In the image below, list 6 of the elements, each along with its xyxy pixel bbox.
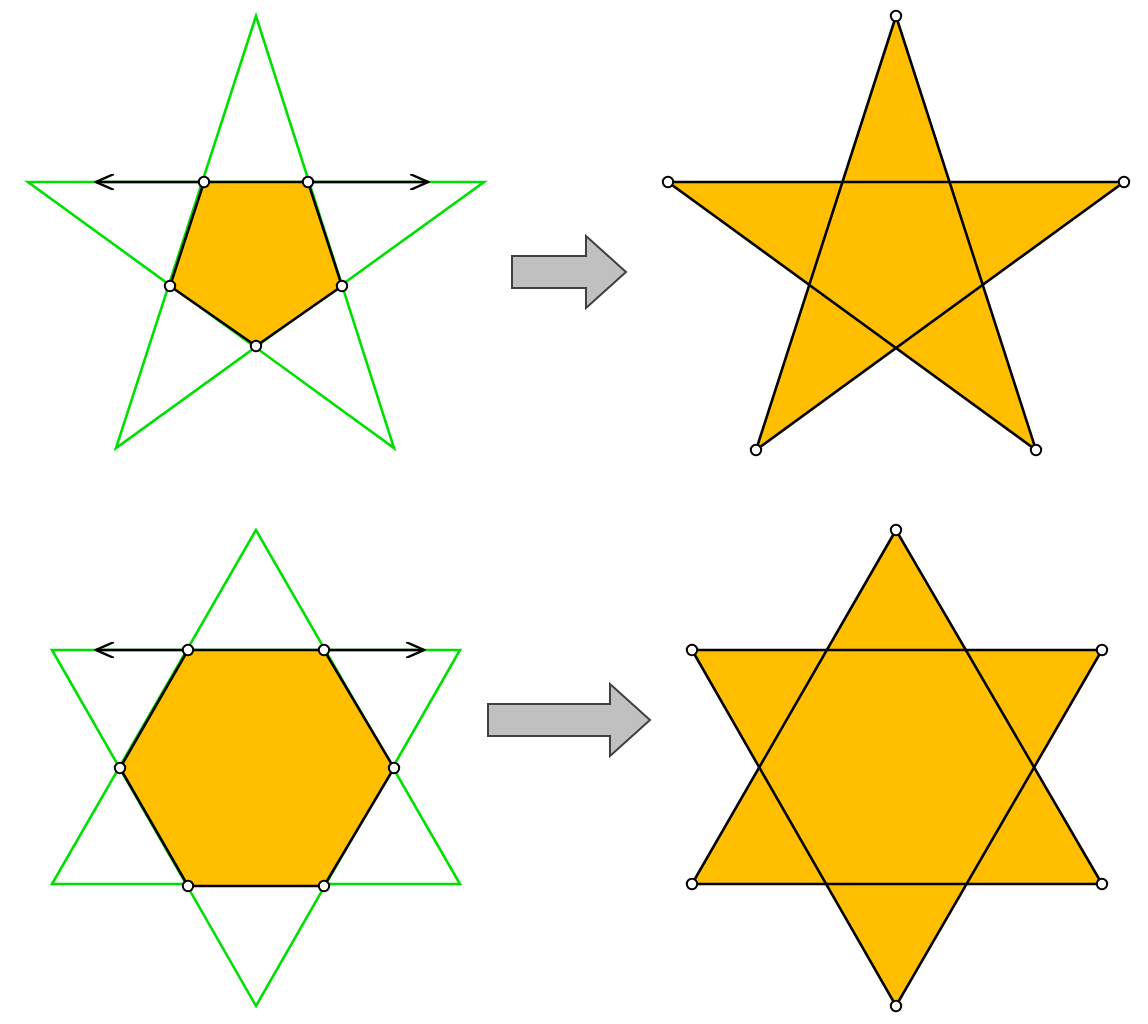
hexagon-stellation-drawing (49, 527, 463, 1009)
star-drawing (661, 9, 1131, 457)
block-arrow (487, 681, 652, 759)
star-drawing (685, 523, 1109, 1013)
pentagon-stellation-drawing (24, 11, 488, 452)
block-arrow (511, 233, 628, 311)
